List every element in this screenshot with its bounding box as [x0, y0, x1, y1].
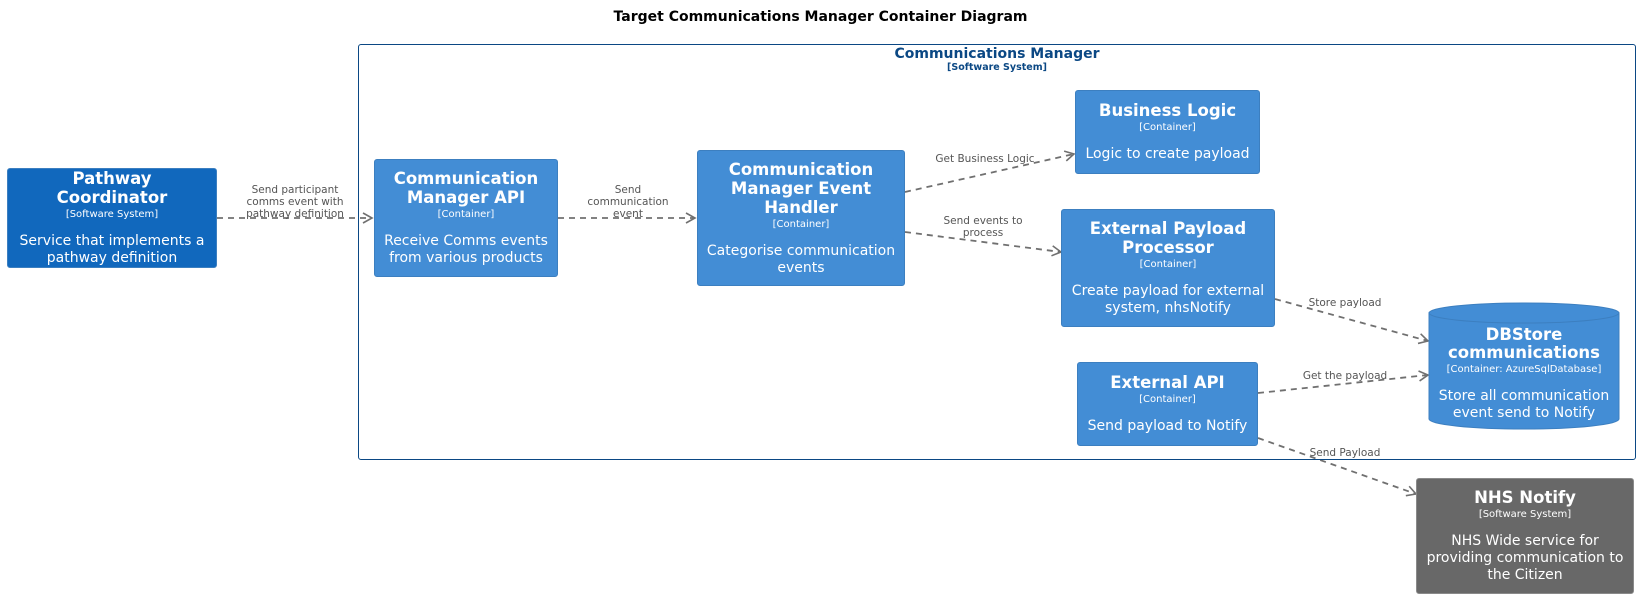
- arrow-handler-to-business-logic: [904, 150, 1076, 193]
- element-description: Create payload for external system, nhsN…: [1071, 283, 1265, 316]
- database-cylinder-icon: [1428, 302, 1620, 430]
- element-name: External Payload Processor: [1089, 219, 1247, 257]
- nhs-notify-box[interactable]: NHS Notify [Software System] NHS Wide se…: [1416, 478, 1634, 594]
- element-description: NHS Wide service for providing communica…: [1426, 533, 1624, 583]
- element-description: Store all communication event send to No…: [1438, 388, 1610, 421]
- element-type: [Container]: [1139, 122, 1196, 133]
- element-type: [Container]: [437, 209, 495, 220]
- relationship-label: Send participant comms event with pathwa…: [246, 184, 344, 220]
- external-api-box[interactable]: External API [Container] Send payload to…: [1077, 362, 1258, 446]
- relationship-label: Send communication event: [587, 184, 669, 220]
- element-description: Service that implements a pathway defini…: [19, 233, 205, 266]
- element-name: External API: [1110, 373, 1225, 392]
- diagram-title: Target Communications Manager Container …: [613, 9, 1028, 25]
- relationship-label: Store payload: [1308, 297, 1382, 309]
- boundary-name: Communications Manager: [894, 46, 1100, 62]
- arrow-processor-to-dbstore: [1274, 298, 1430, 345]
- element-name: Pathway Coordinator: [56, 169, 168, 207]
- relationship-label: Get Business Logic: [935, 153, 1035, 165]
- element-description: Categorise communication events: [706, 242, 896, 276]
- relationship-label: Send events to process: [943, 215, 1023, 239]
- element-name: Communication Manager Event Handler: [728, 159, 874, 217]
- external-payload-processor-box[interactable]: External Payload Processor [Container] C…: [1061, 209, 1275, 327]
- pathway-coordinator-box[interactable]: Pathway Coordinator [Software System] Se…: [7, 168, 217, 268]
- dbstore-communications-database[interactable]: DBStore communications [Container: Azure…: [1428, 302, 1620, 430]
- element-type: [Container]: [1139, 394, 1196, 405]
- element-name: Business Logic: [1098, 101, 1237, 120]
- communication-manager-api-box[interactable]: Communication Manager API [Container] Re…: [374, 159, 558, 277]
- element-type: [Container]: [1139, 259, 1197, 270]
- element-type: [Software System]: [1478, 509, 1572, 520]
- communications-manager-boundary: Communications Manager [Software System]: [358, 44, 1636, 460]
- arrow-handler-to-payload-processor: [904, 231, 1063, 257]
- element-name: NHS Notify: [1474, 488, 1576, 507]
- relationship-label: Send Payload: [1309, 447, 1381, 459]
- communication-manager-event-handler-box[interactable]: Communication Manager Event Handler [Con…: [697, 150, 905, 286]
- element-type: [Container: AzureSqlDatabase]: [1446, 364, 1602, 375]
- element-description: Logic to create payload: [1085, 146, 1250, 162]
- element-description: Send payload to Notify: [1087, 418, 1248, 434]
- boundary-type: [Software System]: [947, 62, 1047, 73]
- element-name: DBStore communications: [1447, 325, 1600, 362]
- business-logic-box[interactable]: Business Logic [Container] Logic to crea…: [1075, 90, 1260, 174]
- element-type: [Container]: [772, 218, 830, 230]
- relationship-label: Get the payload: [1302, 370, 1388, 382]
- element-description: Receive Comms events from various produc…: [384, 233, 548, 266]
- element-name: Communication Manager API: [393, 169, 539, 207]
- element-type: [Software System]: [65, 209, 159, 220]
- arrow-external-api-to-nhs-notify: [1257, 437, 1418, 497]
